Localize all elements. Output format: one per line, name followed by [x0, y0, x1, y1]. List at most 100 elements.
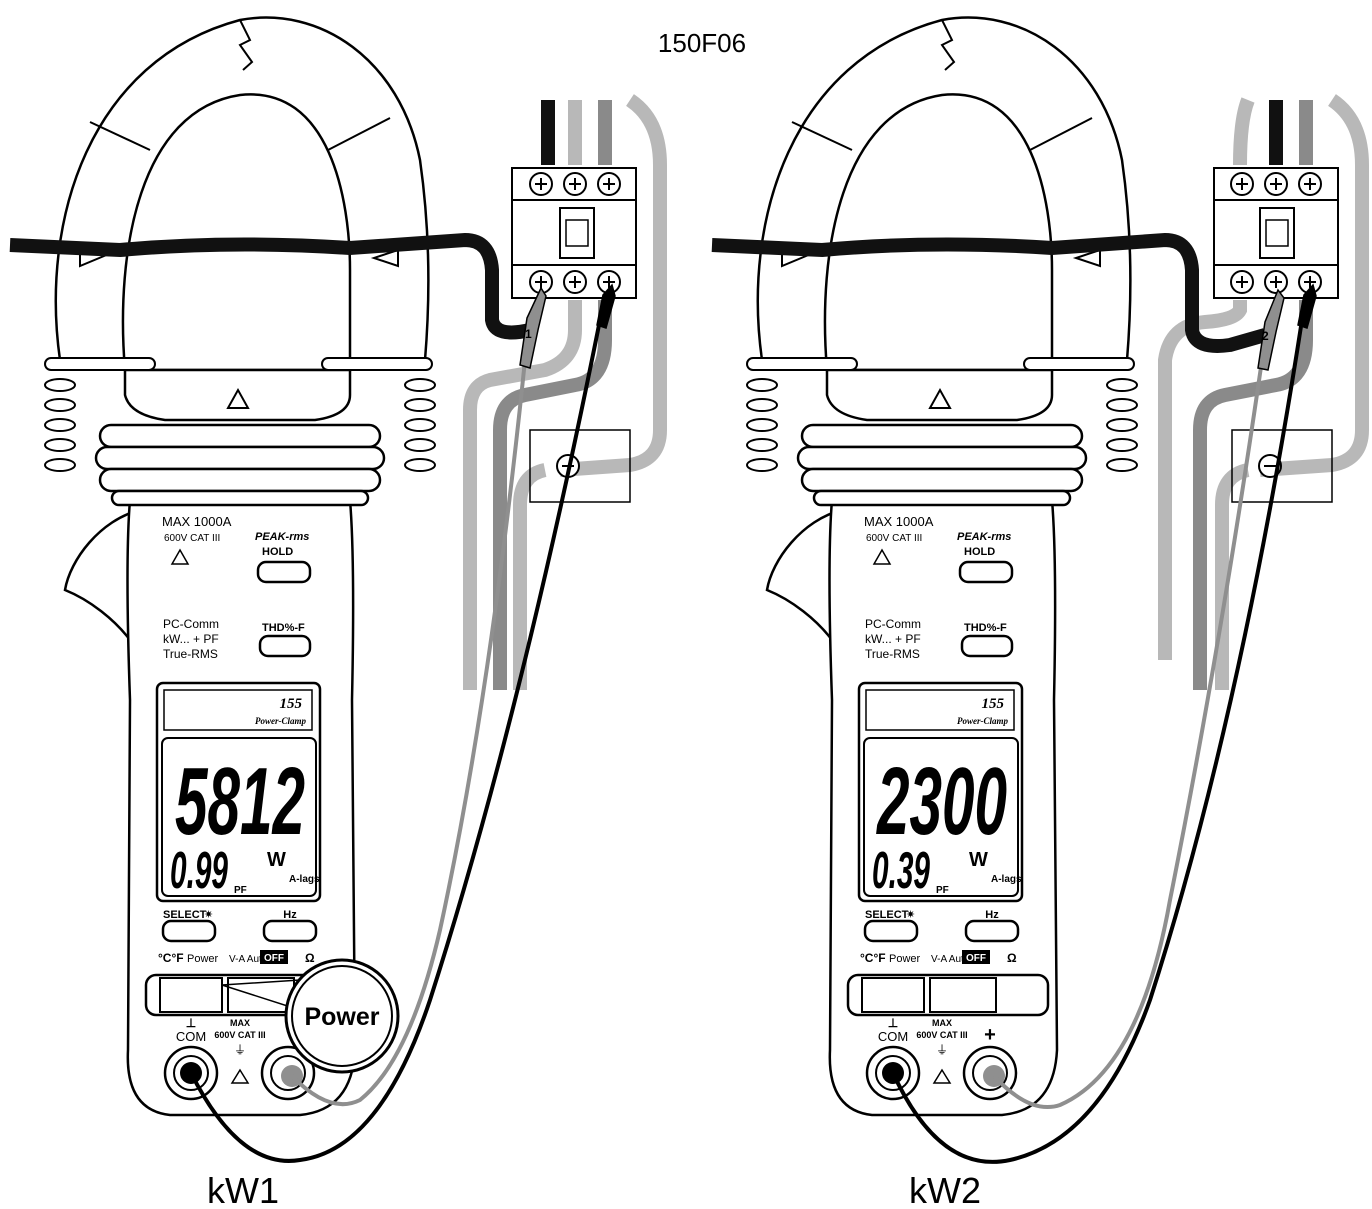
thd-button[interactable] — [258, 634, 312, 658]
backlight-icon: ✷ — [204, 909, 213, 921]
black-conductor-2 — [711, 232, 1267, 353]
ground-icon: ⏚ — [936, 1043, 948, 1057]
jaw-trigger-1 — [63, 508, 142, 644]
dial-temp-label: °C°F — [860, 951, 886, 965]
dial-ohm-label: Ω — [305, 951, 315, 965]
warning-icon — [170, 548, 190, 565]
clamp-meter-2: MAX 1000A 600V CAT III PEAK-rms HOLD PC-… — [711, 16, 1369, 1209]
lcd-pf-reading: 0.99 — [170, 842, 228, 900]
dial-power-label: Power — [187, 953, 219, 965]
hz-label: Hz — [985, 909, 999, 921]
lcd-pf-unit: PF — [234, 885, 247, 896]
hold-label: HOLD — [262, 546, 293, 558]
lcd-lag-label: A-lags — [289, 874, 320, 885]
peak-rms-label: PEAK-rms — [255, 531, 309, 543]
meter-caption: kW2 — [909, 1170, 981, 1209]
select-button[interactable] — [161, 919, 217, 943]
gray-probe-1 — [519, 286, 547, 369]
com-label: COM — [878, 1029, 908, 1044]
zoom-power-label: Power — [304, 1003, 379, 1031]
jaw-cat-label: 600V CAT III — [164, 533, 220, 544]
grip-ribs-1 — [44, 378, 436, 472]
lcd-watt-unit: W — [267, 849, 286, 871]
gray-test-lead-2 — [992, 359, 1264, 1110]
figure-code: 150F06 — [658, 28, 746, 58]
hz-label: Hz — [283, 909, 297, 921]
jaw-rating-label: MAX 1000A — [864, 514, 934, 529]
black-probe-2 — [1297, 283, 1317, 329]
dial-off-badge — [260, 950, 288, 964]
backlight-icon: ✷ — [906, 909, 915, 921]
hold-label: HOLD — [964, 546, 995, 558]
input-warning-icon — [932, 1068, 952, 1084]
model-plate-2 — [865, 689, 1015, 731]
thd-label: THD%-F — [262, 622, 305, 634]
feature-label-3: True-RMS — [865, 647, 920, 661]
probe-number-2: 2 — [1262, 329, 1269, 343]
jaw-trigger-2 — [765, 508, 844, 644]
black-test-lead-1 — [189, 319, 602, 1163]
com-label: COM — [176, 1029, 206, 1044]
dial-va-label: V-A Auto — [931, 954, 970, 965]
input-warning-icon — [230, 1068, 250, 1084]
feature-label-1: PC-Comm — [865, 617, 921, 631]
breaker-panel-1 — [463, 94, 667, 690]
warning-icon — [872, 548, 892, 565]
meter-caption: kW1 — [207, 1170, 279, 1209]
dial-ohm-label: Ω — [1007, 951, 1017, 965]
select-label: SELECT — [865, 909, 909, 921]
hz-button[interactable] — [964, 919, 1020, 943]
function-switch-2[interactable] — [846, 973, 1050, 1017]
collar-ridges-1 — [94, 423, 386, 507]
input-rating-cat: 600V CAT III — [214, 1030, 265, 1040]
thd-label: THD%-F — [964, 622, 1007, 634]
com-ground-icon: ⊥ — [888, 1016, 898, 1030]
hold-button[interactable] — [958, 560, 1014, 584]
input-rating-cat: 600V CAT III — [916, 1030, 967, 1040]
select-button[interactable] — [863, 919, 919, 943]
breaker-panel-2 — [1158, 94, 1369, 690]
model-subtitle: Power-Clamp — [957, 716, 1008, 726]
input-rating-max: MAX — [230, 1018, 250, 1028]
lcd-pf-reading: 0.39 — [872, 842, 930, 900]
gray-test-lead-1 — [290, 359, 527, 1107]
lcd-pf-unit: PF — [936, 885, 949, 896]
jaw-cat-label: 600V CAT III — [866, 533, 922, 544]
dial-off-badge — [962, 950, 990, 964]
power-zoom-callout: Power — [221, 958, 400, 1074]
gray-probe-2 — [1257, 288, 1285, 371]
terminal-screws-bottom-2 — [1230, 270, 1322, 294]
clamp-meter-1: MAX 1000A 600V CAT III PEAK-rms HOLD PC-… — [9, 16, 667, 1209]
lcd-watt-unit: W — [969, 849, 988, 871]
terminal-screws-top-1 — [529, 172, 621, 196]
black-probe-1 — [596, 283, 616, 329]
grip-ribs-2 — [746, 378, 1138, 472]
lcd-2 — [863, 737, 1019, 897]
dial-off-label: OFF — [966, 953, 986, 964]
clamp-jaw-2 — [746, 16, 1135, 422]
ground-icon: ⏚ — [234, 1043, 246, 1057]
com-ground-icon: ⊥ — [186, 1016, 196, 1030]
lcd-main-reading: 2300 — [876, 748, 1007, 855]
collar-ridges-2 — [796, 423, 1088, 507]
lcd-1 — [161, 737, 317, 897]
hold-button[interactable] — [256, 560, 312, 584]
jaw-rating-label: MAX 1000A — [162, 514, 232, 529]
input-rating-max: MAX — [932, 1018, 952, 1028]
feature-label-3: True-RMS — [163, 647, 218, 661]
black-test-lead-2 — [891, 319, 1304, 1164]
terminal-screws-bottom-1 — [529, 270, 621, 294]
lcd-lag-label: A-lags — [991, 874, 1022, 885]
lcd-main-reading: 5812 — [175, 748, 305, 855]
black-conductor-1 — [9, 232, 532, 340]
feature-label-2: kW... + PF — [865, 632, 921, 646]
dial-off-label: OFF — [264, 953, 284, 964]
select-label: SELECT — [163, 909, 207, 921]
thd-button[interactable] — [960, 634, 1014, 658]
hz-button[interactable] — [262, 919, 318, 943]
feature-label-1: PC-Comm — [163, 617, 219, 631]
feature-label-2: kW... + PF — [163, 632, 219, 646]
model-number: 155 — [280, 696, 303, 712]
peak-rms-label: PEAK-rms — [957, 531, 1011, 543]
